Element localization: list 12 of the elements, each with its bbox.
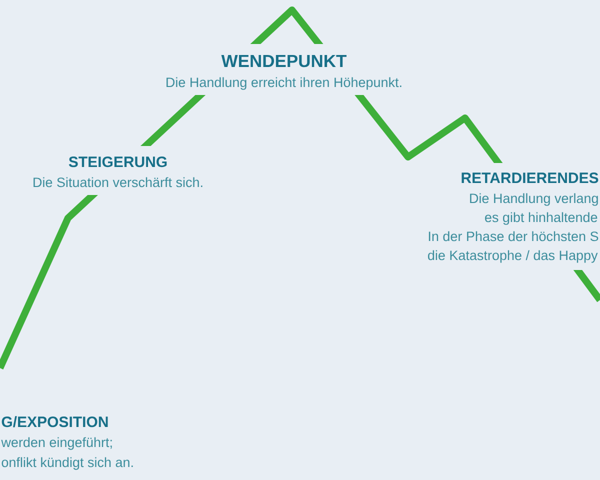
description-text: Die Situation verschärft sich. (34, 177, 202, 188)
description-text: onflikt kündigt sich an. (2, 457, 133, 470)
description-text: werden eingeführt; (1, 437, 112, 450)
heading: G/EXPOSITION (2, 416, 108, 428)
heading: WENDEPUNKT (221, 54, 347, 68)
heading: RETARDIERENDES (462, 172, 598, 184)
heading: STEIGERUNG (68, 156, 167, 168)
description-text: die Katastrophe / das Happy (428, 250, 598, 263)
description-text: Die Handlung verlang (470, 193, 598, 206)
description-text: es gibt hinhaltende (485, 212, 598, 225)
description-text: Die Handlung erreicht ihren Höhepunkt. (166, 77, 402, 90)
description-text: In der Phase der höchsten S (428, 231, 598, 242)
